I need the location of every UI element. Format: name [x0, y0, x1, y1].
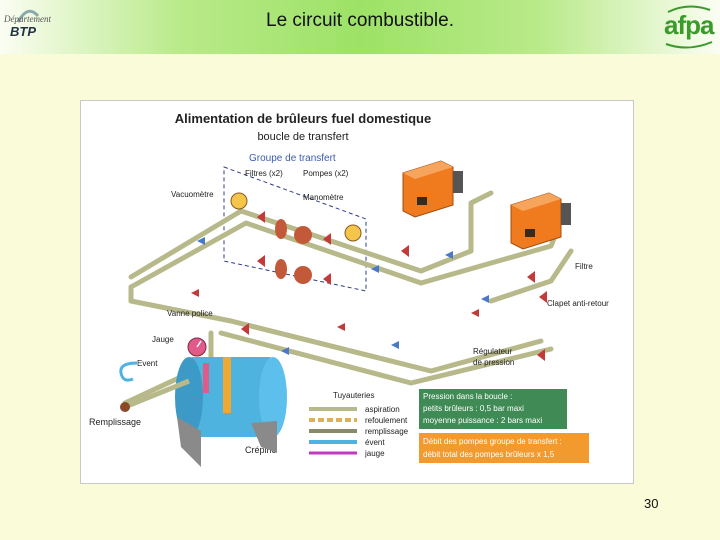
vacuometre-gauge-icon [230, 192, 248, 210]
info-debit-line: Débit des pompes groupe de transfert : [423, 437, 562, 446]
label-regulateur-2: de pression [473, 358, 514, 367]
label-jauge: Jauge [152, 335, 174, 344]
info-debit-line: débit total des pompes brûleurs x 1,5 [423, 450, 555, 459]
afpa-logo: afpa [662, 4, 714, 50]
logo-department-text: Département [4, 14, 51, 24]
label-remplissage: Remplissage [89, 417, 141, 427]
label-pompes: Pompes (x2) [303, 169, 349, 178]
burner-2 [510, 192, 571, 250]
afpa-swoosh-icon [665, 5, 713, 49]
info-pression-line: petits brûleurs : 0,5 bar maxi [423, 404, 524, 413]
pipe-legend: Tuyauteries aspiration refoulement rempl… [309, 391, 409, 458]
burner-1 [402, 160, 463, 218]
filter-2 [275, 259, 287, 279]
legend-title: Tuyauteries [333, 391, 375, 400]
flow-arrows [197, 237, 489, 355]
return-arrows [191, 289, 479, 331]
label-vanne-police: Vanne police [167, 309, 213, 318]
legend-item: remplissage [365, 427, 409, 436]
btp-logo: Département BTP [4, 6, 52, 40]
fuel-circuit-diagram: Alimentation de brûleurs fuel domestique… [80, 100, 634, 484]
remplissage-cap-icon [120, 402, 130, 412]
pump-2 [294, 266, 312, 284]
page-number: 30 [644, 496, 659, 511]
info-pression-line: Pression dans la boucle : [423, 392, 512, 401]
info-box-pression: Pression dans la boucle : petits brûleur… [419, 389, 567, 429]
event-vent-icon [119, 361, 138, 382]
label-filtre: Filtre [575, 262, 593, 271]
label-clapet: Clapet anti-retour [547, 299, 609, 308]
info-box-debit: Débit des pompes groupe de transfert : d… [419, 433, 589, 463]
label-groupe-transfert: Groupe de transfert [249, 153, 336, 164]
diagram-subtitle: boucle de transfert [257, 131, 348, 143]
logo-btp-text: BTP [10, 24, 36, 39]
label-manometre: Manomètre [303, 193, 344, 202]
transfer-group-box [223, 166, 367, 292]
afpa-logo-text: afpa [664, 10, 714, 40]
info-pression-line: moyenne puissance : 2 bars maxi [423, 416, 542, 425]
legend-item: aspiration [365, 405, 400, 414]
diagram-title: Alimentation de brûleurs fuel domestique [175, 111, 431, 126]
pump-1 [294, 226, 312, 244]
legend-item: jauge [364, 449, 385, 458]
label-crepine: Crépine [245, 445, 277, 455]
legend-item: évent [365, 438, 385, 447]
valves [241, 211, 547, 361]
manometre-gauge-icon [344, 224, 362, 242]
fuel-tank [175, 357, 287, 467]
label-vacuometre: Vacuomètre [171, 190, 214, 199]
slide-title: Le circuit combustible. [266, 10, 454, 31]
label-regulateur-1: Régulateur [473, 347, 512, 356]
label-event: Event [137, 359, 158, 368]
remplissage-pipe [124, 378, 190, 410]
jauge-dial-icon [187, 337, 207, 357]
label-filtres: Filtres (x2) [245, 169, 283, 178]
legend-item: refoulement [365, 416, 408, 425]
btp-logo-mark-icon [16, 9, 40, 23]
header-band [0, 0, 720, 54]
filter-1 [275, 219, 287, 239]
